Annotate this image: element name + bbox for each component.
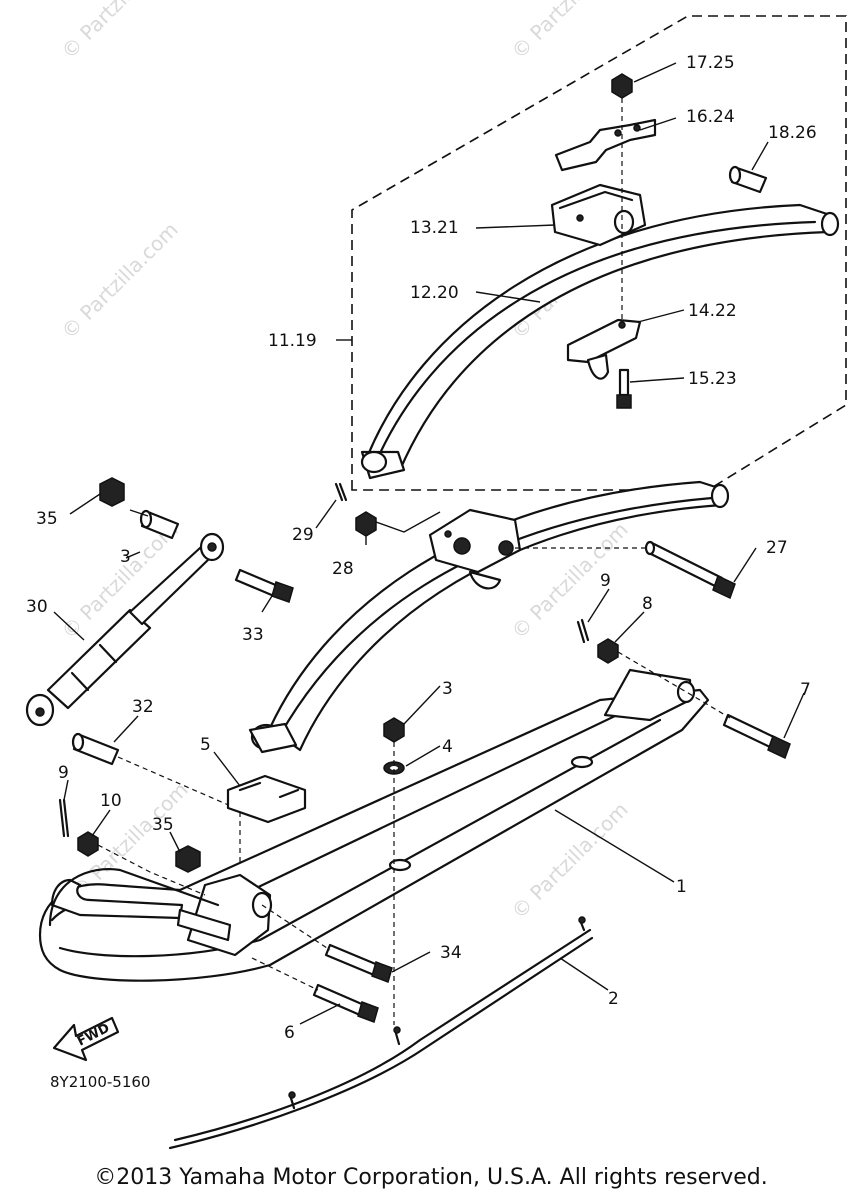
label-11-19: 11.19 <box>268 331 317 351</box>
label-12-20: 12.20 <box>410 283 459 303</box>
copyright-text: ©2013 Yamaha Motor Corporation, U.S.A. A… <box>94 1165 767 1190</box>
label-3-upper: 3 <box>120 547 131 567</box>
wear-bar-2 <box>168 916 594 1150</box>
alignment-line <box>97 844 206 896</box>
bolt-34 <box>324 943 393 983</box>
label-27: 27 <box>766 538 788 558</box>
plate-14-22 <box>566 318 642 380</box>
leader-line <box>375 511 441 533</box>
alignment-line <box>617 651 731 719</box>
cotter-pin-9-lower <box>58 798 70 838</box>
label-1: 1 <box>676 877 687 897</box>
nut-17-25 <box>611 73 633 99</box>
spring-clamp-assembly <box>428 508 522 590</box>
label-29: 29 <box>292 525 314 545</box>
label-34: 34 <box>440 943 462 963</box>
bolt-33 <box>234 568 294 603</box>
cotter-pin-9-upper <box>576 618 590 644</box>
bolt-7 <box>722 713 791 760</box>
leader-lines <box>53 62 805 1025</box>
pin-18-26 <box>728 165 768 194</box>
cotter-pin-29 <box>334 482 348 502</box>
alignment-line <box>261 904 331 951</box>
label-9-lower: 9 <box>58 763 69 783</box>
bolt-27 <box>644 540 736 600</box>
nut-28 <box>355 511 377 537</box>
bushing-31 <box>139 509 180 540</box>
label-6: 6 <box>284 1023 295 1043</box>
label-35-upper: 35 <box>36 509 58 529</box>
watermark: © Partzilla.com <box>57 0 183 64</box>
bolt-15-23 <box>616 368 632 409</box>
nut-3 <box>383 717 405 743</box>
saddle-5 <box>226 774 307 824</box>
label-15-23: 15.23 <box>688 369 737 389</box>
label-9-upper: 9 <box>600 571 611 591</box>
label-3-lower: 3 <box>442 679 453 699</box>
label-2: 2 <box>608 989 619 1009</box>
fwd-arrow-icon: FWD <box>52 1016 120 1062</box>
ski-front-bracket <box>176 873 273 957</box>
shock-absorber-30 <box>25 532 225 727</box>
label-28: 28 <box>332 559 354 579</box>
alignment-line <box>251 957 319 991</box>
ski-handle <box>48 868 220 927</box>
clamp-16-24 <box>554 118 657 172</box>
label-14-22: 14.22 <box>688 301 737 321</box>
nut-35-upper <box>99 477 125 507</box>
label-30: 30 <box>26 597 48 617</box>
label-7: 7 <box>800 680 811 700</box>
label-4: 4 <box>442 737 453 757</box>
nut-8 <box>597 638 619 664</box>
label-16-24: 16.24 <box>686 107 735 127</box>
label-35-lower: 35 <box>152 815 174 835</box>
label-18-26: 18.26 <box>768 123 817 143</box>
nut-10 <box>77 831 99 857</box>
label-32: 32 <box>132 697 154 717</box>
label-17-25: 17.25 <box>686 53 735 73</box>
watermark: © Partzilla.com <box>507 0 633 64</box>
label-5: 5 <box>200 735 211 755</box>
label-13-21: 13.21 <box>410 218 459 238</box>
label-10: 10 <box>100 791 122 811</box>
ski-rear-bracket <box>603 668 696 722</box>
watermark: © Partzilla.com <box>57 217 183 343</box>
label-33: 33 <box>242 625 264 645</box>
part-labels: 17.25 16.24 18.26 13.21 12.20 11.19 14.2… <box>26 53 817 1043</box>
upper-leaf-spring <box>360 203 840 480</box>
label-8: 8 <box>642 594 653 614</box>
bolt-6 <box>312 983 379 1023</box>
nut-35-lower <box>175 845 201 873</box>
diagram-code: 8Y2100-5160 <box>50 1073 150 1091</box>
sleeve-32 <box>71 732 120 766</box>
